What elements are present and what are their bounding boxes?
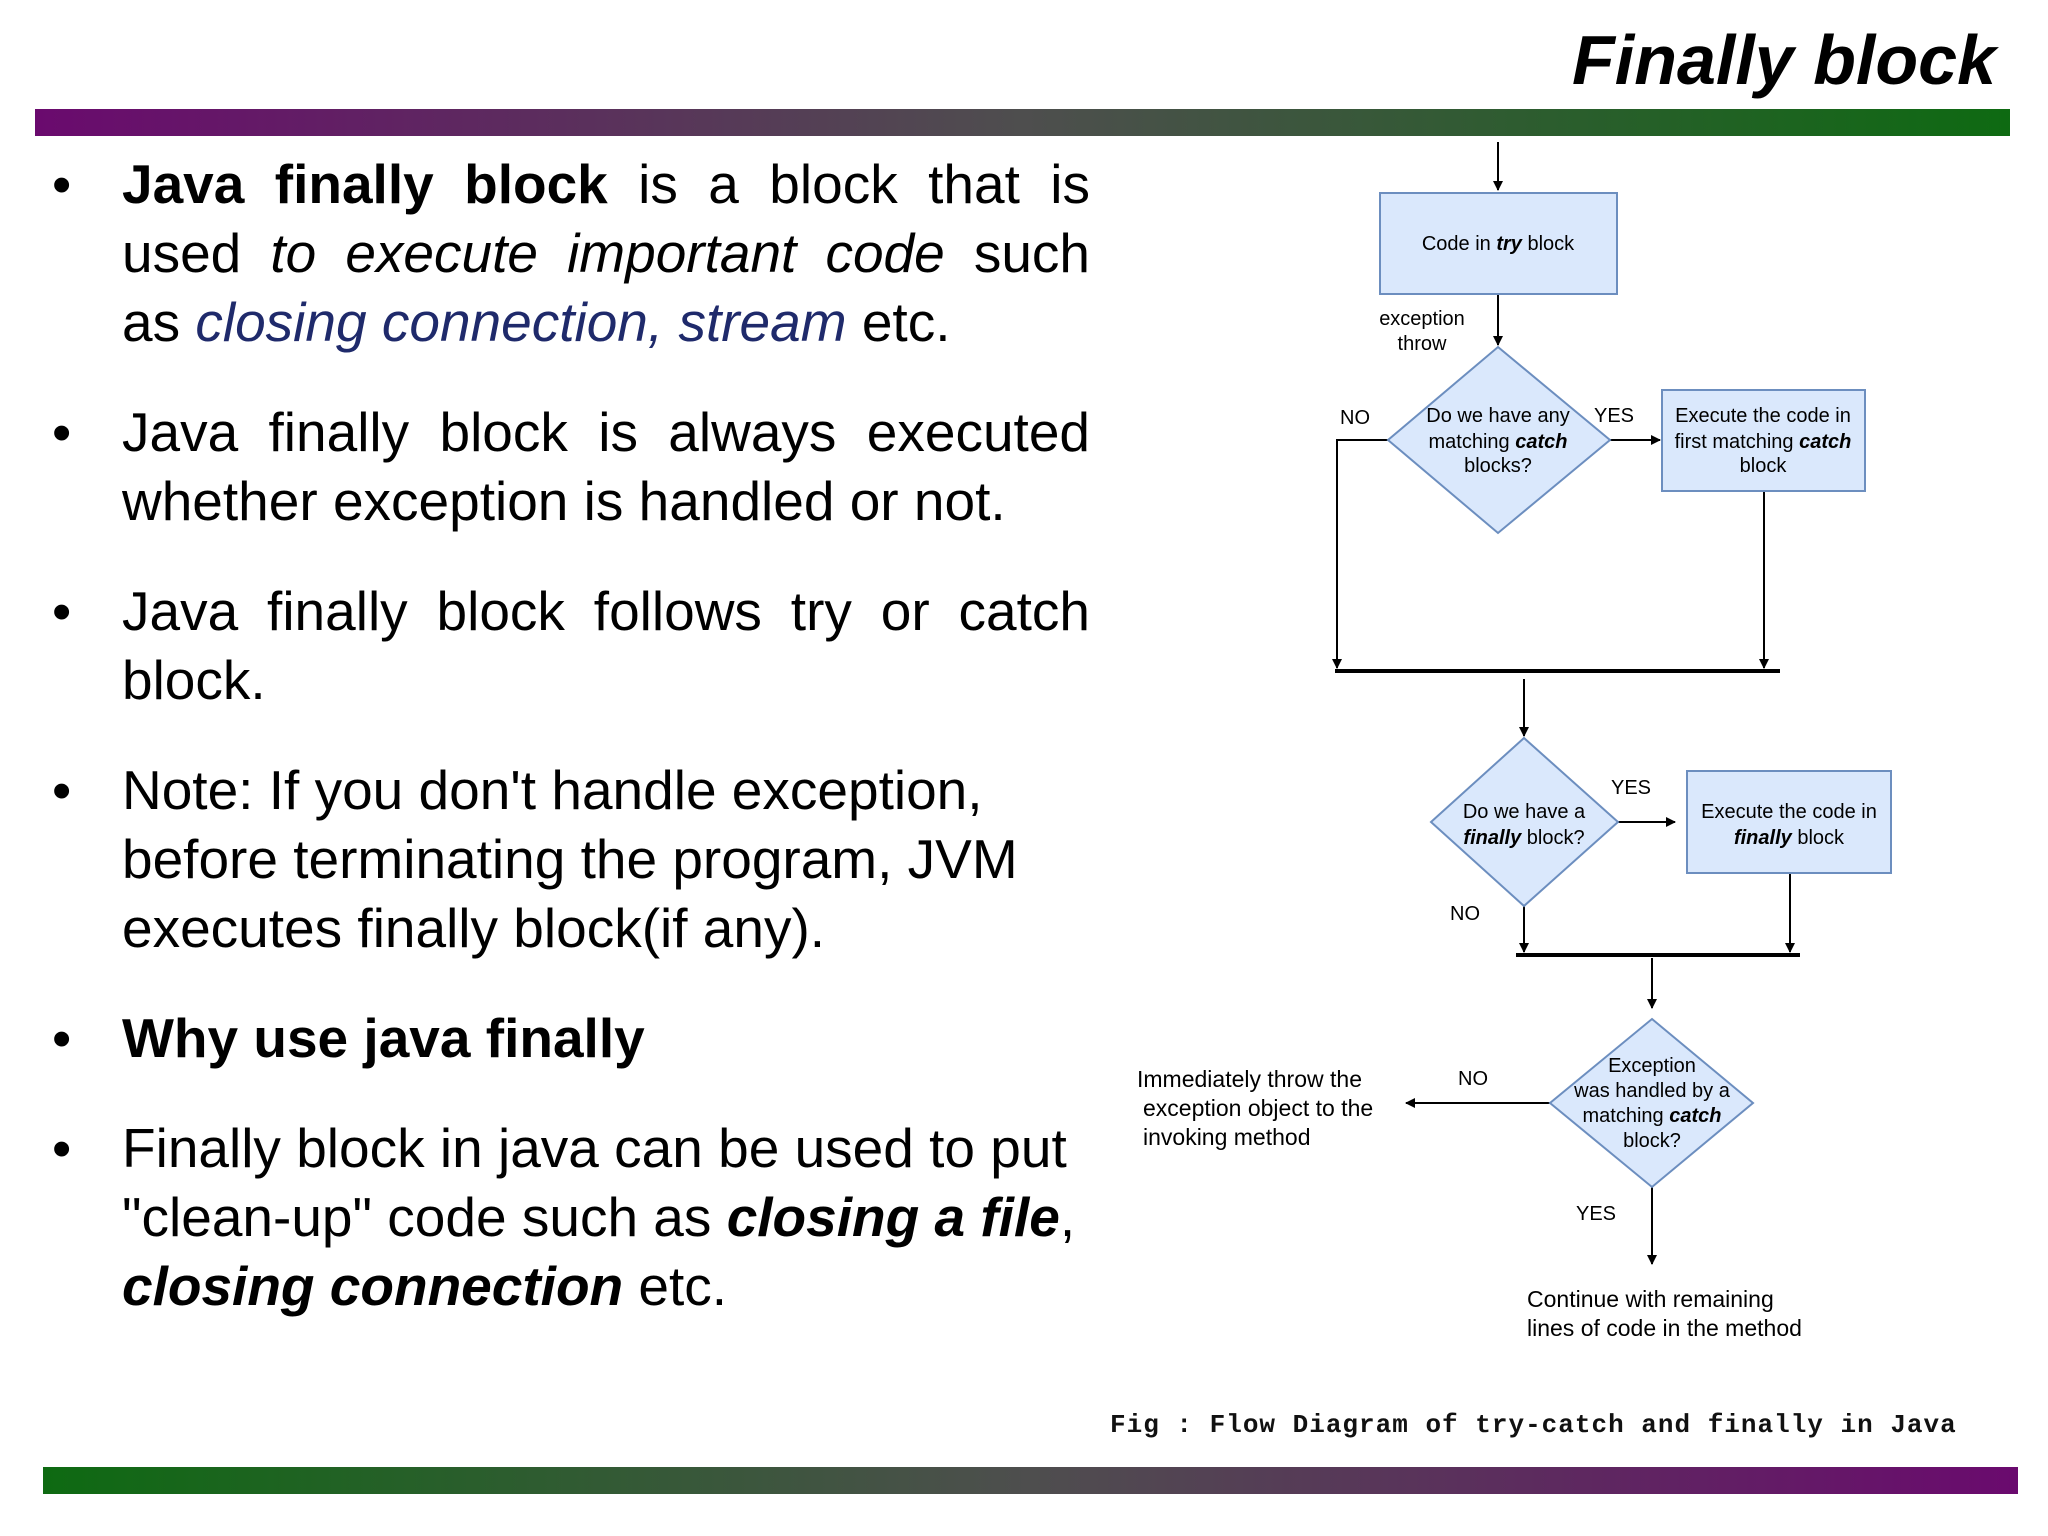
label-no-catch: NO <box>1340 407 1370 429</box>
bullet-dot: • <box>52 153 72 215</box>
bullet-text: Finally block in java can be used to put… <box>122 1117 1075 1317</box>
slide-title: Finally block <box>1572 21 1996 99</box>
text-normal: Finally block in java can be used to put… <box>122 1117 1067 1248</box>
bullet-dot: • <box>52 401 72 463</box>
bullet-dot: • <box>52 580 72 642</box>
arrow-no-catch <box>1332 439 1388 669</box>
top-gradient-bar <box>35 109 2010 136</box>
bullet-note: • Note: If you don't handle exception, be… <box>40 756 1090 963</box>
bullet-dot: • <box>52 1117 72 1179</box>
bullet-cleanup: • Finally block in java can be used to pu… <box>40 1114 1090 1321</box>
text-bold: Java finally block <box>122 153 608 215</box>
bullet-why-use: • Why use java finally <box>40 1004 1090 1073</box>
bullet-always-executed: • Java finally block is always executed w… <box>40 398 1090 536</box>
text-normal: such as <box>122 222 1090 353</box>
label-yes-catch: YES <box>1594 405 1634 427</box>
bullet-text: Why use java finally <box>122 1007 645 1069</box>
finally-decision-diamond <box>1429 736 1620 908</box>
bullet-text: Note: If you don't handle exception, bef… <box>122 759 1018 959</box>
text-normal: is a block that is used <box>122 153 1090 284</box>
text-bold-italic: closing a file <box>726 1186 1060 1248</box>
bullet-text: Java finally block follows try or catch … <box>122 580 1090 711</box>
bottom-gradient-bar <box>43 1467 2018 1494</box>
handled-decision-diamond <box>1548 1017 1755 1189</box>
bullet-text: Java finally block is a block that is us… <box>122 153 1090 353</box>
bullet-dot: • <box>52 1007 72 1069</box>
text-blue-italic: closing connection, stream <box>195 291 847 353</box>
bullet-list: • Java finally block is a block that is u… <box>40 150 1090 1362</box>
text-bold-italic: closing connection <box>122 1255 624 1317</box>
label-no-handled: NO <box>1458 1068 1488 1090</box>
text-normal: etc. <box>846 291 951 353</box>
catch-decision-diamond <box>1386 345 1612 535</box>
label-no-finally: NO <box>1450 903 1480 925</box>
bullet-definition: • Java finally block is a block that is u… <box>40 150 1090 357</box>
try-box-label: Code in try block <box>1422 233 1575 255</box>
text-normal: etc. <box>623 1255 728 1317</box>
text-normal: , <box>1059 1186 1076 1248</box>
bullet-follows: • Java finally block follows try or catch… <box>40 577 1090 715</box>
label-yes-handled: YES <box>1576 1203 1616 1225</box>
connector-lines <box>1332 142 1795 1265</box>
bullet-text: Java finally block is always executed wh… <box>122 401 1090 532</box>
label-yes-finally: YES <box>1611 777 1651 799</box>
try-box <box>1379 192 1618 295</box>
merge-bars <box>1335 669 1800 957</box>
bullet-dot: • <box>52 759 72 821</box>
catch-box <box>1661 389 1866 492</box>
figure-caption: Fig : Flow Diagram of try-catch and fina… <box>1110 1410 1957 1440</box>
text-italic: to execute important code <box>270 222 945 284</box>
finally-box <box>1686 770 1892 874</box>
